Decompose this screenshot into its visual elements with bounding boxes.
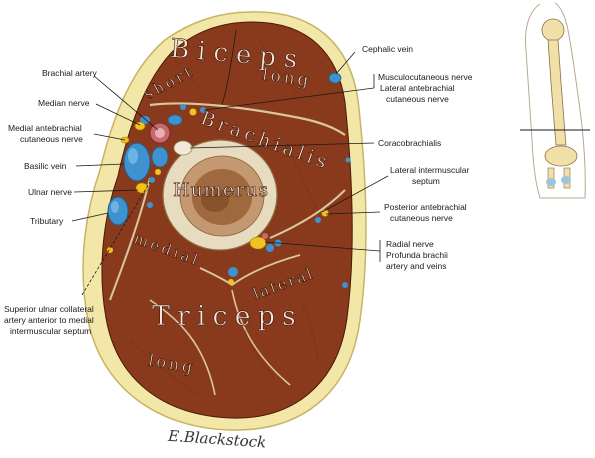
label-brachial-artery: Brachial artery bbox=[42, 68, 98, 78]
neurovascular-bundle bbox=[107, 104, 206, 226]
label-superior-ulnar-3: intermuscular septum bbox=[10, 326, 91, 336]
cephalic-vein-shape bbox=[328, 72, 342, 84]
septum-triceps-heads bbox=[199, 254, 301, 287]
label-ulnar-nerve: Ulnar nerve bbox=[28, 187, 72, 197]
coracobrachialis-tendon bbox=[173, 140, 193, 156]
label-radial-3: artery and veins bbox=[386, 261, 446, 271]
label-lateral-septum-1: Lateral intermuscular bbox=[390, 165, 470, 175]
tributary-vein-shape bbox=[107, 196, 129, 226]
label-medial-antebrachial-1: Medial antebrachial bbox=[8, 123, 82, 133]
label-radial-2: Profunda brachii bbox=[386, 250, 448, 260]
ulnar-nerve-shape bbox=[135, 182, 149, 194]
leader-lines bbox=[71, 51, 389, 296]
septum-triceps-lateral bbox=[231, 289, 291, 386]
muscle-label-humerus: Humerus bbox=[173, 179, 269, 201]
radial-bundle bbox=[228, 233, 282, 285]
label-musculocutaneous-3: cutaneous nerve bbox=[386, 94, 449, 104]
muscle-shading bbox=[129, 39, 319, 396]
septum-lateral-intermuscular bbox=[269, 189, 346, 239]
label-posterior-antebrachial-2: cutaneous nerve bbox=[390, 213, 453, 223]
label-musculocutaneous-2: Lateral antebrachial bbox=[380, 83, 455, 93]
basilic-vein-shape bbox=[123, 142, 151, 182]
label-posterior-antebrachial-1: Posterior antebrachial bbox=[384, 202, 467, 212]
humerus-bone bbox=[162, 139, 278, 251]
label-lateral-septum-2: septum bbox=[412, 176, 440, 186]
septum-biceps-brachialis bbox=[149, 102, 346, 136]
arm-outline bbox=[525, 2, 586, 199]
septum-triceps-long bbox=[149, 299, 216, 396]
muscle-label-triceps: Triceps bbox=[152, 301, 303, 332]
label-musculocutaneous-1: Musculocutaneous nerve bbox=[378, 72, 473, 82]
labels-right: Cephalic vein Musculocutaneous nerve Lat… bbox=[362, 44, 473, 271]
label-superior-ulnar-2: artery anterior to medial bbox=[4, 315, 94, 325]
humerus-thumbnail bbox=[520, 2, 590, 199]
label-medial-antebrachial-2: cutaneous nerve bbox=[20, 134, 83, 144]
label-superior-ulnar-1: Superior ulnar collateral bbox=[4, 304, 94, 314]
label-cephalic-vein: Cephalic vein bbox=[362, 44, 413, 54]
labels-left: Brachial artery Median nerve Medial ante… bbox=[4, 68, 98, 336]
septum-medial-intermuscular bbox=[109, 177, 151, 301]
label-radial-1: Radial nerve bbox=[386, 239, 434, 249]
label-coracobrachialis: Coracobrachialis bbox=[378, 138, 441, 148]
label-median-nerve: Median nerve bbox=[38, 98, 90, 108]
label-basilic-vein: Basilic vein bbox=[24, 161, 67, 171]
cross-section: Biceps short long Brachialis Humerus med… bbox=[82, 11, 367, 431]
artist-signature: E.Blackstock bbox=[167, 427, 267, 452]
septum-biceps-division bbox=[221, 29, 237, 106]
label-tributary: Tributary bbox=[30, 216, 64, 226]
